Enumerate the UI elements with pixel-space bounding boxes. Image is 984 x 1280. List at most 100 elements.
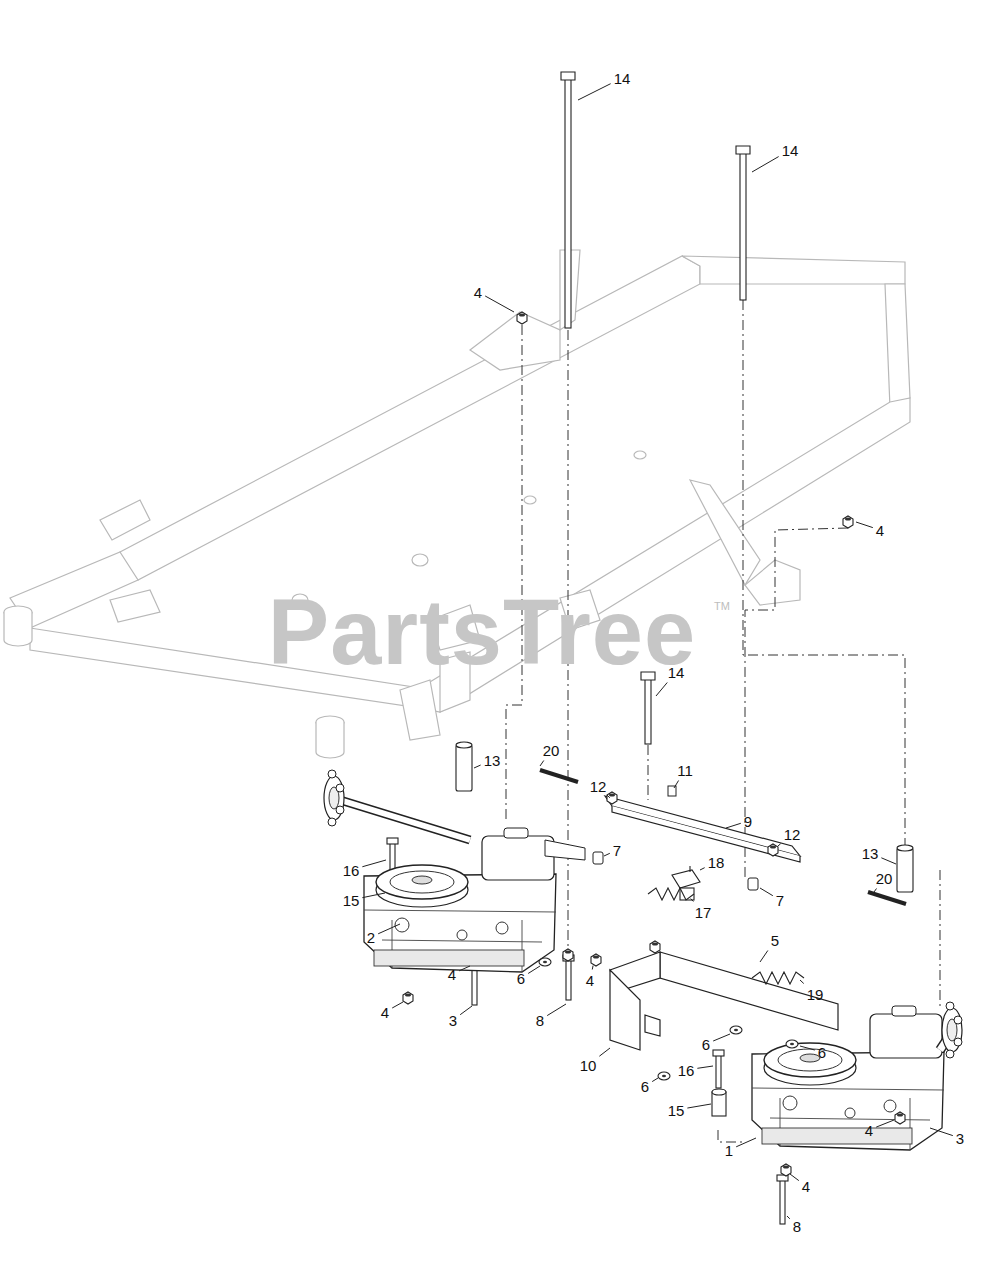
left-transmission: [340, 800, 470, 840]
right-transmission: [942, 1002, 962, 1058]
small-hardware: [607, 792, 617, 804]
leader-line: [760, 951, 768, 963]
mower-frame: [400, 680, 440, 740]
leader-line: [726, 823, 741, 828]
mower-frame: [412, 554, 428, 566]
leader-line: [700, 868, 705, 870]
leader-line: [691, 899, 694, 902]
small-hardware: [563, 949, 573, 961]
leader-line: [674, 781, 679, 789]
leader-line: [800, 980, 804, 984]
callout-number: 3: [956, 1131, 964, 1146]
leader-line: [547, 1004, 566, 1016]
leader-line: [362, 860, 386, 867]
small-hardware: [781, 1164, 791, 1176]
leader-line: [697, 1066, 713, 1068]
right-transmission: [752, 1006, 944, 1150]
callout-number: 14: [614, 71, 631, 86]
left-transmission: [364, 828, 556, 972]
callout-number: 8: [536, 1013, 544, 1028]
long-bolt: [645, 678, 651, 744]
left-transmission: [545, 840, 585, 860]
leader-line: [787, 1216, 790, 1219]
callout-number: 2: [367, 930, 375, 945]
callout-number: 11: [677, 763, 693, 778]
callout-number: 8: [793, 1219, 801, 1234]
leader-line: [790, 1174, 799, 1181]
assembly-lines: [743, 300, 905, 845]
mower-frame: [110, 590, 160, 622]
callout-number: 14: [782, 143, 799, 158]
leader-line: [752, 157, 779, 172]
callout-number: 9: [744, 814, 752, 829]
mower-frame: [316, 722, 344, 758]
callout-number: 6: [641, 1079, 649, 1094]
callout-number: 13: [862, 846, 879, 861]
callout-number: 5: [771, 933, 779, 948]
spacer: [897, 845, 913, 851]
mower-frame: [470, 312, 560, 370]
callout-number: 18: [708, 855, 725, 870]
short-bolt: [540, 770, 578, 782]
leader-line: [736, 1138, 756, 1147]
mower-frame: [682, 256, 905, 284]
leader-line: [362, 893, 385, 898]
left-transmission: [340, 800, 470, 840]
callout-number: 1: [725, 1143, 733, 1158]
leader-line: [874, 889, 877, 893]
short-bolt: [780, 1180, 785, 1224]
leader-line: [930, 1128, 953, 1136]
short-bolt: [868, 892, 906, 904]
assembly-lines: [940, 870, 941, 1010]
leader-line: [800, 1046, 815, 1050]
callout-number: 10: [580, 1058, 597, 1073]
small-hardware: [768, 844, 778, 856]
short-bolt: [566, 960, 571, 1000]
small-hardware: [895, 1112, 905, 1124]
small-hardware: [658, 1072, 670, 1080]
callout-number: 16: [678, 1063, 695, 1078]
spacer: [456, 745, 472, 791]
leader-line: [599, 1048, 610, 1056]
small-hardware: [730, 1026, 742, 1034]
mower-frame: [524, 496, 536, 504]
callout-number: 19: [807, 987, 824, 1002]
mower-frame: [885, 284, 910, 408]
mower-frame: [100, 500, 150, 540]
switch-and-spring: [672, 870, 700, 888]
leader-line: [459, 966, 470, 971]
switch-and-spring: [689, 866, 690, 872]
callout-number: 15: [343, 893, 360, 908]
leader-line: [713, 1034, 730, 1041]
mower-frame: [634, 451, 646, 459]
long-bolt: [736, 146, 750, 154]
long-bolt: [565, 78, 571, 328]
assembly-lines: [393, 300, 940, 1142]
watermark: PartsTree: [268, 586, 696, 678]
bracket: [660, 952, 838, 1030]
small-hardware: [593, 852, 603, 864]
callout-number: 3: [449, 1013, 457, 1028]
small-hardware: [539, 958, 551, 966]
assembly-lines: [718, 1130, 745, 1142]
assembly-lines: [745, 528, 848, 880]
callout-number: 4: [865, 1123, 873, 1138]
long-bolt: [740, 152, 746, 300]
leader-line: [652, 1078, 658, 1082]
leader-line: [578, 84, 611, 100]
switch-and-spring: [752, 972, 804, 984]
callout-number: 6: [517, 971, 525, 986]
leader-line: [460, 1006, 472, 1015]
short-bolt: [713, 1050, 724, 1056]
small-hardware: [748, 878, 758, 890]
small-hardware: [403, 992, 413, 1004]
spacer: [897, 848, 913, 892]
right-transmission: [752, 1002, 962, 1150]
callout-number: 20: [543, 743, 560, 758]
bracket: [645, 1015, 660, 1036]
spacer: [456, 742, 472, 748]
leader-line: [474, 765, 481, 768]
small-hardware: [403, 312, 905, 1176]
small-hardware: [517, 312, 527, 324]
